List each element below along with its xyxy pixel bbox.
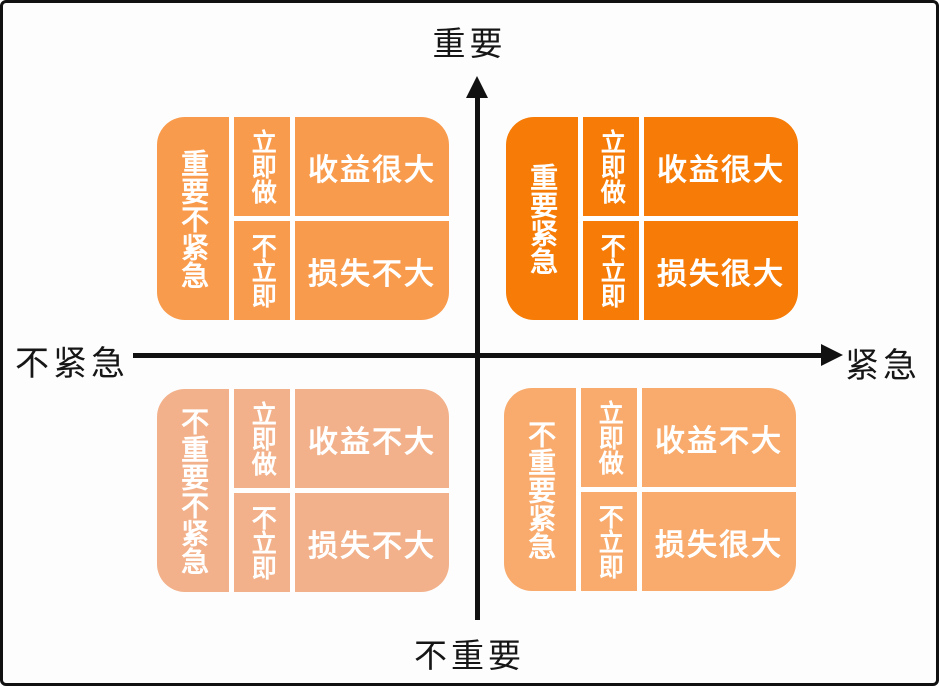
action-label: 不立即 <box>234 493 290 592</box>
arrow-up-icon <box>466 76 488 98</box>
outcome-label: 收益不大 <box>642 388 796 487</box>
outcome-label: 损失不大 <box>295 493 449 592</box>
axis-label-important: 重要 <box>432 24 507 63</box>
outcome-label: 损失很大 <box>644 221 798 320</box>
quadrant-label: 不重要紧急 <box>504 388 576 591</box>
quadrant-card-not-important-not-urgent: 不重要不紧急 立即做 收益不大 不立即 损失不大 <box>157 389 449 592</box>
arrow-right-icon <box>821 344 843 366</box>
axis-label-not-important: 不重要 <box>414 636 525 675</box>
action-label: 不立即 <box>234 221 290 320</box>
action-label: 立即做 <box>234 389 290 488</box>
quadrant-card-important-not-urgent: 重要不紧急 立即做 收益很大 不立即 损失不大 <box>157 117 449 320</box>
quadrant-label: 不重要不紧急 <box>157 389 229 592</box>
axis-label-urgent: 紧急 <box>845 346 921 386</box>
outcome-label: 收益不大 <box>295 389 449 488</box>
outcome-label: 收益很大 <box>644 117 798 216</box>
horizontal-axis-line <box>133 353 823 358</box>
action-label: 立即做 <box>581 388 637 487</box>
outcome-label: 损失很大 <box>642 492 796 591</box>
action-label: 立即做 <box>583 117 639 216</box>
axis-label-not-urgent: 不紧急 <box>15 344 129 384</box>
outcome-label: 收益很大 <box>295 117 449 216</box>
action-label: 不立即 <box>583 221 639 320</box>
action-label: 立即做 <box>234 117 290 216</box>
quadrant-card-important-urgent: 重要紧急 立即做 收益很大 不立即 损失很大 <box>506 117 798 320</box>
outcome-label: 损失不大 <box>295 221 449 320</box>
quadrant-label: 重要不紧急 <box>157 117 229 320</box>
quadrant-label: 重要紧急 <box>506 117 578 320</box>
quadrant-card-not-important-urgent: 不重要紧急 立即做 收益不大 不立即 损失很大 <box>504 388 796 591</box>
action-label: 不立即 <box>581 492 637 591</box>
